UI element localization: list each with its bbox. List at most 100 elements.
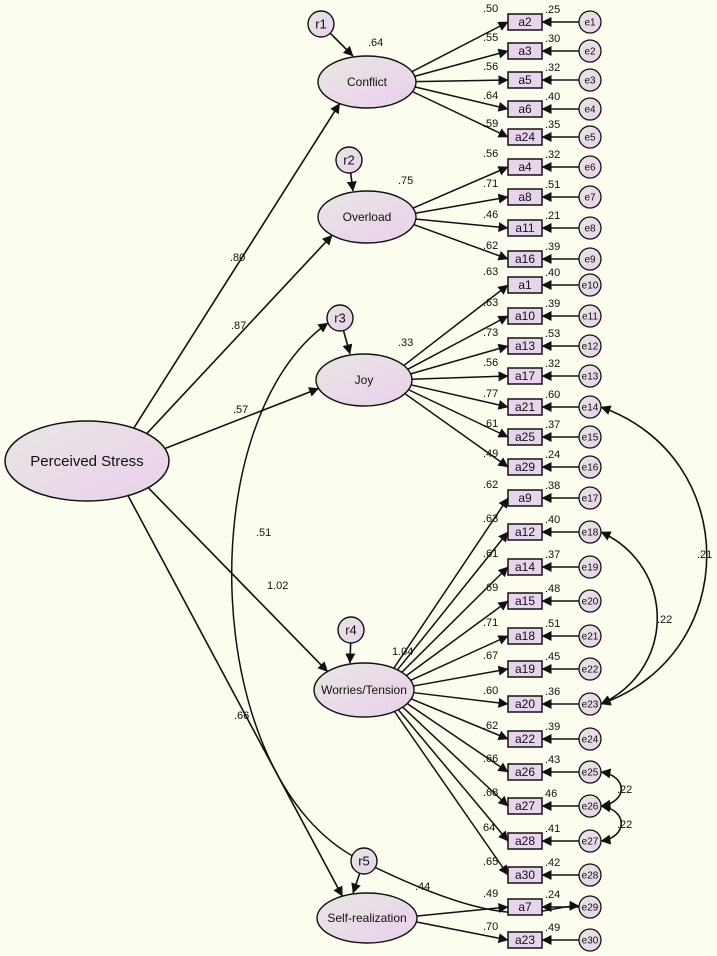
r2-a23: .49	[545, 922, 560, 934]
residual-label-r5: r5	[358, 853, 370, 868]
loading-path-a16	[412, 223, 509, 261]
loading-path-a22	[410, 697, 509, 740]
error-label-e24: e24	[582, 735, 599, 746]
loading-a30: .65	[483, 856, 498, 868]
error-label-e19: e19	[582, 563, 599, 574]
error-e19	[578, 555, 602, 579]
error-label-e20: e20	[582, 597, 599, 608]
structural-coef-f1: .80	[230, 252, 245, 264]
loading-a25: .61	[483, 418, 498, 430]
loading-a10: .63	[483, 297, 498, 309]
covariance-label-e18-e23: .22	[657, 614, 672, 626]
error-e12	[578, 334, 602, 358]
error-e13	[578, 364, 602, 388]
error-e5	[578, 125, 602, 149]
error-e20	[578, 589, 602, 613]
indicator-a22	[507, 730, 543, 748]
loading-a13: .73	[483, 327, 498, 339]
error-label-e28: e28	[582, 871, 599, 882]
residual-r3	[326, 304, 354, 332]
factor-f4	[313, 662, 415, 718]
indicator-a26	[507, 763, 543, 781]
loading-a15: .69	[483, 582, 498, 594]
r2-a18: .51	[545, 618, 560, 630]
error-label-e29: e29	[582, 903, 599, 914]
r2-a21: .60	[545, 389, 560, 401]
loading-a19: .67	[483, 650, 498, 662]
error-label-e22: e22	[582, 665, 599, 676]
loading-path-a23	[415, 921, 509, 944]
indicator-label-a21: a21	[515, 400, 535, 414]
r2-a7: .24	[545, 889, 560, 901]
covariance-label-r3-e29: .51	[256, 527, 271, 539]
loading-a4: .56	[483, 148, 498, 160]
error-label-e30: e30	[582, 936, 599, 947]
r2-a30: .42	[545, 857, 560, 869]
indicator-a3	[507, 42, 543, 60]
residual-r4	[337, 616, 365, 644]
loading-a12: .63	[483, 513, 498, 525]
r2-a16: .39	[545, 241, 560, 253]
indicator-label-a9: a9	[518, 491, 532, 505]
error-label-e11: e11	[582, 312, 598, 323]
error-e2	[578, 39, 602, 63]
edges-layer	[126, 17, 708, 945]
error-e27	[578, 829, 602, 853]
indicator-label-a6: a6	[518, 102, 532, 116]
loading-a21: .77	[483, 388, 498, 400]
indicator-label-a20: a20	[515, 697, 535, 711]
loading-path-a11	[414, 218, 509, 233]
indicator-label-a18: a18	[515, 629, 535, 643]
indicator-a23	[507, 931, 543, 949]
error-label-e7: e7	[584, 193, 596, 204]
r2-a28: .41	[545, 823, 560, 835]
residual-path-r4	[345, 642, 356, 664]
error-e11	[578, 304, 602, 328]
residual-label-r4: r4	[345, 622, 357, 637]
r2-a4: .32	[545, 149, 560, 161]
residual-label-r2: r2	[343, 152, 355, 167]
loading-path-a3	[413, 48, 509, 78]
loading-a16: .62	[483, 240, 498, 252]
indicator-a27	[507, 797, 543, 815]
loading-a24: .59	[483, 118, 498, 130]
indicator-a1	[507, 276, 543, 294]
covariance-e18-e23	[600, 531, 658, 705]
structural-coef-f4: 1.02	[267, 580, 288, 592]
indicator-a7	[507, 898, 543, 916]
r2-a19: .45	[545, 651, 560, 663]
indicator-label-a10: a10	[515, 309, 535, 323]
indicator-label-a30: a30	[515, 868, 535, 882]
error-label-e6: e6	[584, 163, 596, 174]
loading-a7: .49	[483, 888, 498, 900]
indicator-label-a2: a2	[518, 15, 532, 29]
r2-a9: .38	[545, 480, 560, 492]
indicator-a18	[507, 627, 543, 645]
r2-a1: .40	[545, 267, 560, 279]
error-e25	[578, 760, 602, 784]
loading-a20: .60	[483, 685, 498, 697]
loading-a17: .56	[483, 357, 498, 369]
indicator-a20	[507, 695, 543, 713]
loading-a8: .71	[483, 178, 498, 190]
indicator-a13	[507, 337, 543, 355]
error-e22	[578, 657, 602, 681]
indicator-label-a24: a24	[515, 130, 535, 144]
factor-label-f5: Self-realization	[327, 911, 406, 925]
loading-path-a24	[411, 90, 509, 138]
error-e29	[578, 895, 602, 919]
r2-a13: .53	[545, 328, 560, 340]
error-e3	[578, 68, 602, 92]
factor-label-f4: Worries/Tension	[321, 683, 407, 697]
error-e10	[578, 273, 602, 297]
indicator-a10	[507, 307, 543, 325]
r2-a22: .39	[545, 721, 560, 733]
loading-a22: .62	[483, 720, 498, 732]
indicator-label-a26: a26	[515, 765, 535, 779]
indicator-a17	[507, 367, 543, 385]
factor-label-f2: Overload	[343, 210, 392, 224]
indicator-a4	[507, 158, 543, 176]
structural-coef-f2: .87	[231, 320, 246, 332]
indicator-a19	[507, 660, 543, 678]
indicator-label-a29: a29	[515, 460, 535, 474]
